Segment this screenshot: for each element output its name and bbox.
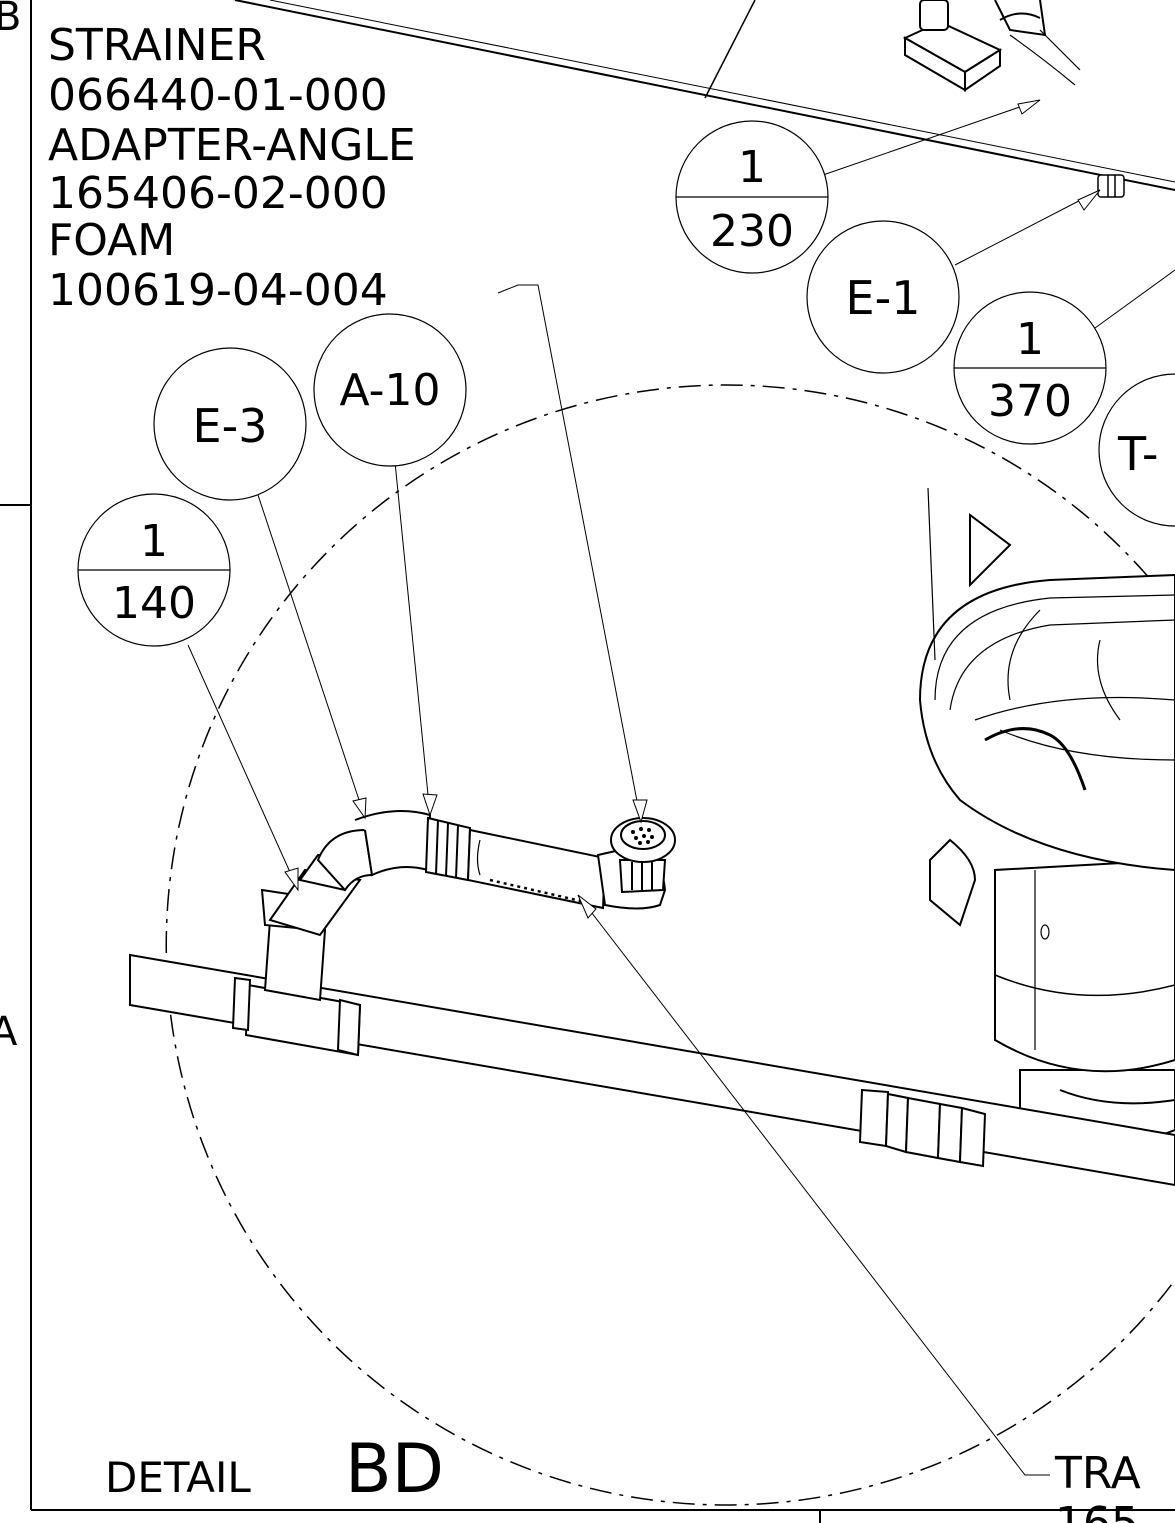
foam-sleeve — [466, 828, 607, 910]
balloon-1-140: 1 140 — [77, 493, 231, 647]
detail-title-id: BD — [345, 1430, 444, 1509]
balloon-a10: A-10 — [313, 313, 467, 467]
toilet-edge-line — [927, 487, 936, 661]
balloon-1-370: 1 370 — [953, 291, 1107, 445]
part-number-strainer: 066440-01-000 — [48, 70, 388, 121]
pipe-coupling-right — [858, 1088, 987, 1168]
detail-boundary-circle — [165, 384, 1175, 1506]
balloon-a10-label: A-10 — [340, 365, 441, 416]
balloon-e1-label: E-1 — [846, 271, 921, 325]
fitting-e1 — [1097, 174, 1125, 198]
border-label-b: B — [0, 0, 21, 40]
adapter-a10 — [424, 816, 472, 882]
part-number-foam: 100619-04-004 — [48, 265, 388, 316]
part-name-adapter-angle: ADAPTER-ANGLE — [48, 120, 416, 171]
balloon-1-230: 1 230 — [675, 120, 829, 274]
trap-note-name: TRA — [1054, 1448, 1141, 1499]
part-notes: STRAINER 066440-01-000 ADAPTER-ANGLE 165… — [48, 20, 416, 316]
balloon-e1: E-1 — [806, 220, 960, 374]
elbow-fitting — [316, 810, 432, 892]
balloon-e3: E-3 — [153, 347, 307, 501]
tee-fitting — [231, 888, 362, 1057]
balloon-t-label: T- — [1117, 427, 1158, 481]
part-name-strainer: STRAINER — [48, 20, 266, 71]
balloon-1-370-bottom: 370 — [988, 376, 1072, 427]
detail-title-prefix: DETAIL — [105, 1453, 251, 1502]
part-name-foam: FOAM — [48, 215, 175, 266]
balloon-1-230-bottom: 230 — [710, 206, 794, 257]
balloon-1-140-top: 1 — [140, 516, 168, 567]
toilet — [918, 513, 1175, 1144]
balloon-t: T- — [1098, 373, 1175, 527]
balloon-1-140-bottom: 140 — [112, 578, 196, 629]
balloon-e3-label: E-3 — [193, 399, 268, 453]
leader-lines — [187, 99, 1175, 1476]
part-number-adapter-angle: 165406-02-000 — [48, 168, 388, 219]
balloon-1-230-top: 1 — [738, 142, 766, 193]
border-label-a: A — [0, 1009, 18, 1055]
top-fixture — [902, 0, 1081, 92]
leader-arrowheads — [284, 99, 1101, 919]
balloon-1-370-top: 1 — [1016, 314, 1044, 365]
strainer-fitting — [596, 817, 676, 910]
trap-note-number: 165 — [1055, 1498, 1139, 1523]
floor-edge — [234, 0, 1175, 191]
